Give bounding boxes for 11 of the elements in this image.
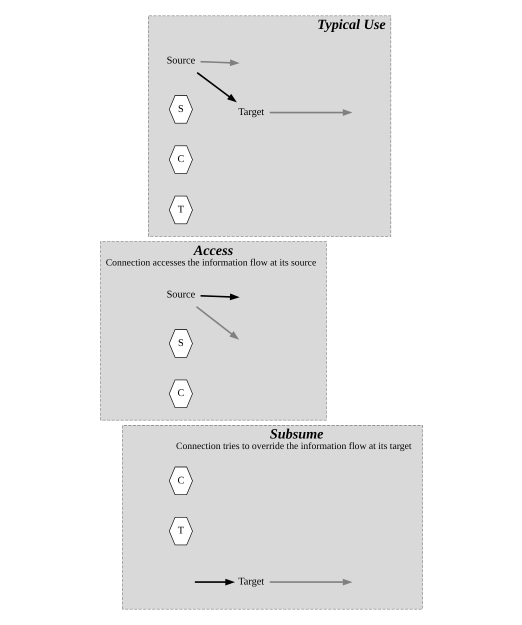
arrow [200,294,240,300]
arrow [196,306,239,340]
arrow [194,578,235,586]
node-text: Target [238,576,264,588]
arrow [200,59,240,66]
arrow [269,578,352,586]
node-text: Source [166,290,195,301]
node-text: Source [166,55,195,66]
arrow [196,72,236,102]
arrow [269,109,352,116]
node-text: Target [238,107,264,118]
